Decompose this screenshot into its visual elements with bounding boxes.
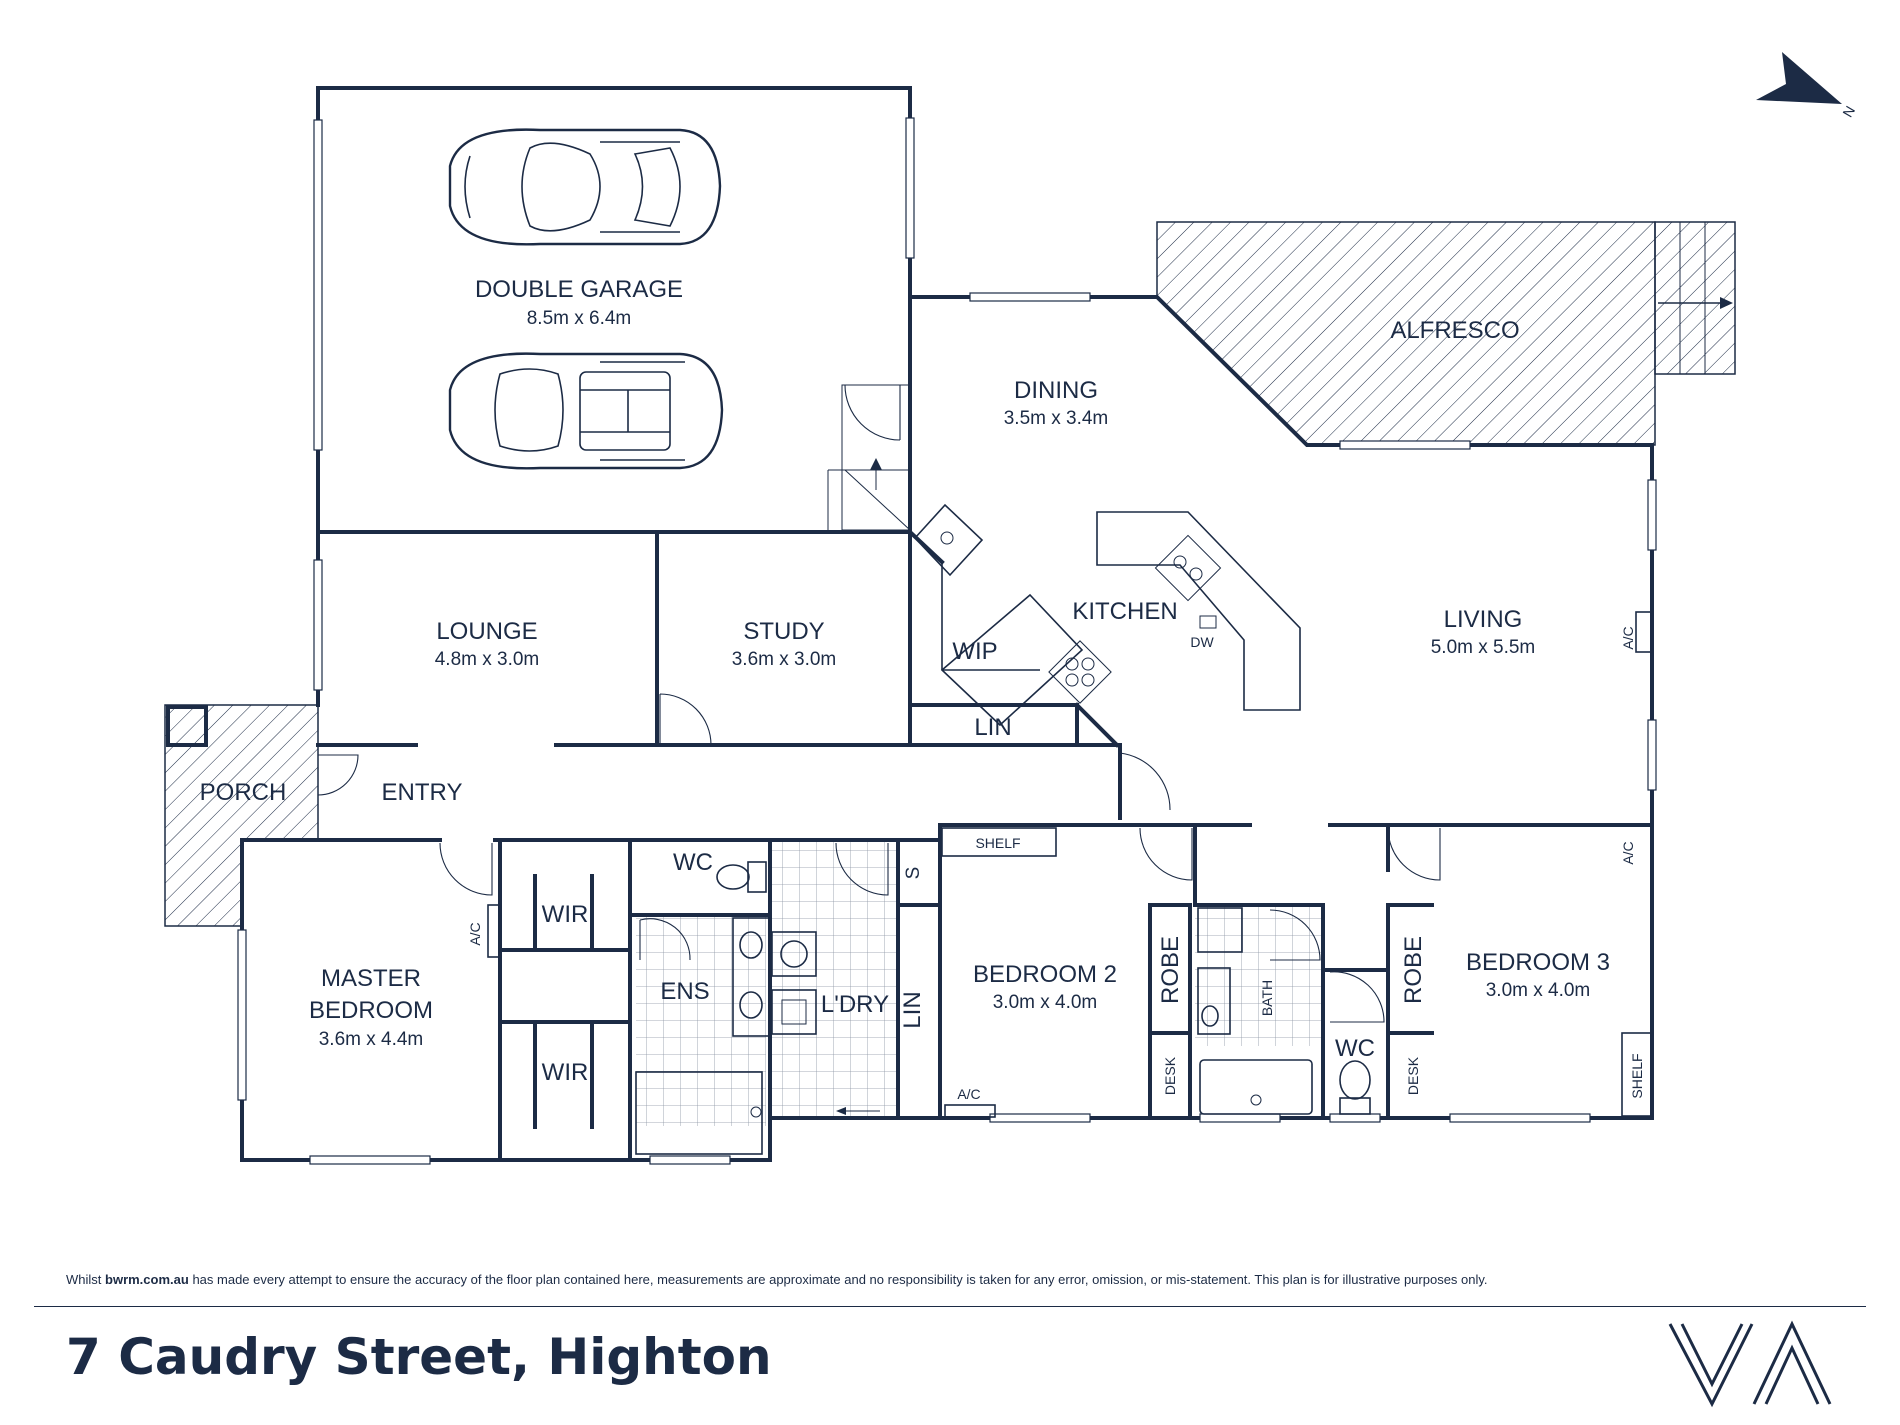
wc-main-name: WC — [1335, 1035, 1375, 1062]
study-dim: 3.6m x 3.0m — [732, 649, 837, 670]
bath-shower-icon — [1197, 907, 1313, 1115]
stove-icon — [1048, 640, 1112, 704]
s-cupboard-name: S — [903, 867, 924, 880]
wc-ensuite-name: WC — [673, 849, 713, 876]
bedroom3-name: BEDROOM 3 — [1466, 949, 1610, 976]
doors — [317, 384, 1441, 1023]
porch-name: PORCH — [200, 779, 287, 806]
footer-divider — [34, 1306, 1866, 1307]
car-icon — [448, 128, 722, 246]
toilet-icon — [1339, 1060, 1371, 1115]
disclaimer-text: Whilst bwrm.com.au has made every attemp… — [66, 1272, 1866, 1287]
shelf-bed2-name: SHELF — [975, 835, 1020, 851]
shower-icon — [635, 1071, 763, 1155]
kitchen-bench: DW — [913, 503, 1301, 727]
wir-top-name: WIR — [542, 901, 589, 928]
bedroom3-dim: 3.0m x 4.0m — [1486, 980, 1591, 1001]
alfresco-area — [1156, 221, 1736, 446]
basin-icon — [732, 917, 770, 1037]
ac-bed3-label: A/C — [1620, 841, 1636, 864]
windows — [237, 117, 1657, 1165]
compass-arrow-icon: N — [1756, 52, 1858, 120]
sink-icon — [1154, 534, 1222, 602]
wir-bottom-name: WIR — [542, 1059, 589, 1086]
lin-hall-name: LIN — [974, 714, 1011, 741]
bathtub-icon — [1199, 1059, 1313, 1115]
property-address: 7 Caudry Street, Highton — [66, 1328, 772, 1386]
robe-bed3-name: ROBE — [1400, 936, 1427, 1004]
kitchen-name: KITCHEN — [1072, 598, 1177, 625]
compass-label: N — [1839, 103, 1858, 120]
master-bedroom-name-1: MASTER — [321, 965, 421, 992]
entry-name: ENTRY — [382, 779, 463, 806]
disclaimer-rest: has made every attempt to ensure the acc… — [192, 1272, 1488, 1287]
disclaimer-prefix: Whilst — [66, 1272, 102, 1287]
master-bedroom-dim: 3.6m x 4.4m — [319, 1029, 424, 1050]
ac-master-label: A/C — [467, 922, 483, 945]
master-bedroom-name-2: BEDROOM — [309, 997, 433, 1024]
ac-bed2-label: A/C — [957, 1086, 980, 1102]
walls — [240, 86, 1654, 1162]
study-name: STUDY — [743, 618, 824, 645]
lounge-name: LOUNGE — [436, 618, 537, 645]
lounge-dim: 4.8m x 3.0m — [435, 649, 540, 670]
dw-label: DW — [1190, 634, 1214, 650]
bedroom2-name: BEDROOM 2 — [973, 961, 1117, 988]
disclaimer-site: bwrm.com.au — [105, 1272, 189, 1287]
double-garage-dim: 8.5m x 6.4m — [527, 308, 632, 329]
shelf-bed3-name: SHELF — [1629, 1053, 1645, 1098]
wip-name: WIP — [952, 638, 997, 665]
room-labels: DOUBLE GARAGE 8.5m x 6.4m ALFRESCO DININ… — [200, 276, 1645, 1102]
desk-bed3-name: DESK — [1405, 1056, 1421, 1095]
toilet-icon — [716, 861, 767, 893]
brand-logo-icon — [1668, 1320, 1832, 1408]
laundry-name: L'DRY — [821, 991, 889, 1018]
living-name: LIVING — [1444, 606, 1523, 633]
bath-name: BATH — [1259, 980, 1275, 1016]
dining-dim: 3.5m x 3.4m — [1004, 408, 1109, 429]
robe-bed2-name: ROBE — [1157, 936, 1184, 1004]
bedroom2-dim: 3.0m x 4.0m — [993, 992, 1098, 1013]
ens-name: ENS — [660, 978, 709, 1005]
desk-bed2-name: DESK — [1162, 1056, 1178, 1095]
car-icon — [448, 352, 724, 470]
lin-vertical-name: LIN — [899, 991, 926, 1028]
dining-name: DINING — [1014, 377, 1098, 404]
double-garage-name: DOUBLE GARAGE — [475, 276, 683, 303]
living-dim: 5.0m x 5.5m — [1431, 637, 1536, 658]
ac-living-label: A/C — [1620, 626, 1636, 649]
washing-machine-icon — [771, 931, 817, 1035]
alfresco-name: ALFRESCO — [1390, 317, 1519, 344]
meter-icon — [940, 531, 954, 545]
